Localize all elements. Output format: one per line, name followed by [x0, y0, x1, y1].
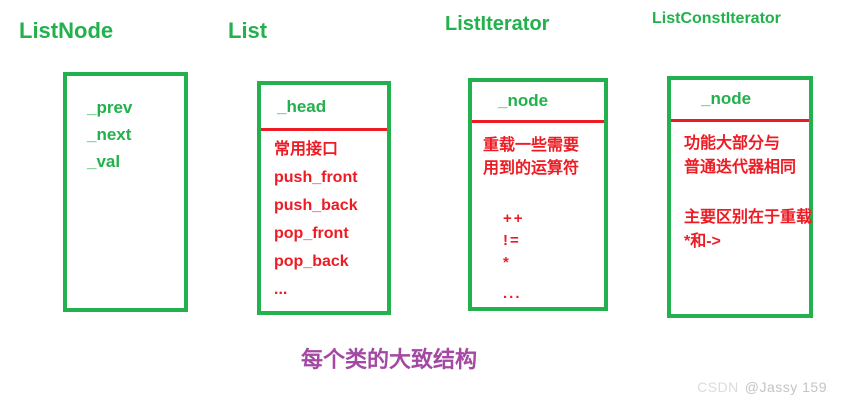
listconstiterator-box: _node 功能大部分与 普通迭代器相同 主要区别在于重载 *和->: [667, 76, 813, 318]
listnode-member-prev: _prev: [87, 98, 133, 117]
listiterator-operator-list: ++ != * ...: [483, 208, 604, 305]
listconstiterator-note-line-2: 普通迭代器相同: [684, 159, 797, 176]
watermark-username: @Jassy 159: [744, 379, 827, 395]
class-title-list: List: [228, 18, 268, 43]
list-method-pop-front: pop_front: [274, 225, 349, 242]
operator-dereference: *: [503, 254, 511, 271]
list-member-head: _head: [261, 85, 387, 131]
listconstiterator-diff-line-1: 主要区别在于重载: [684, 209, 813, 226]
list-method-push-front: push_front: [274, 169, 358, 186]
diagram-caption: 每个类的大致结构: [301, 347, 478, 372]
watermark-brand: CSDN: [697, 379, 739, 395]
class-title-listiterator: ListIterator: [445, 13, 550, 35]
listiterator-note-line-2: 用到的运算符: [483, 160, 580, 177]
csdn-watermark: CSDN @Jassy 159: [697, 379, 827, 395]
list-method-pop-back: pop_back: [274, 253, 349, 270]
listiterator-note-line-1: 重载一些需要: [483, 137, 580, 154]
class-title-listconstiterator: ListConstIterator: [652, 10, 781, 27]
listnode-member-next: _next: [87, 125, 132, 144]
listiterator-box: _node 重载一些需要 用到的运算符 ++ != * ...: [468, 78, 608, 311]
operator-increment: ++: [503, 210, 525, 227]
listnode-member-val: _val: [87, 152, 121, 171]
listconstiterator-note-line-1: 功能大部分与: [684, 135, 781, 152]
list-box: _head 常用接口 push_front push_back pop_fron…: [257, 81, 391, 315]
list-interface-section: 常用接口 push_front push_back pop_front pop_…: [261, 131, 387, 304]
operator-not-equal: !=: [503, 232, 521, 249]
listconstiterator-diff-section: 主要区别在于重载 *和->: [684, 206, 813, 254]
listiterator-notes-section: 重载一些需要 用到的运算符 ++ != * ...: [472, 123, 604, 305]
class-title-listnode: ListNode: [19, 18, 114, 43]
listiterator-member-node: _node: [472, 82, 604, 123]
listconstiterator-notes-section: 功能大部分与 普通迭代器相同 主要区别在于重载 *和->: [671, 122, 813, 254]
list-methods-ellipsis: ...: [274, 281, 288, 298]
listconstiterator-diff-line-2: *和->: [684, 233, 721, 250]
listconstiterator-member-node: _node: [671, 80, 809, 122]
list-interface-label: 常用接口: [274, 141, 339, 158]
operator-ellipsis: ...: [503, 285, 522, 302]
list-method-push-back: push_back: [274, 197, 358, 214]
listnode-box: _prev _next _val: [63, 72, 188, 312]
